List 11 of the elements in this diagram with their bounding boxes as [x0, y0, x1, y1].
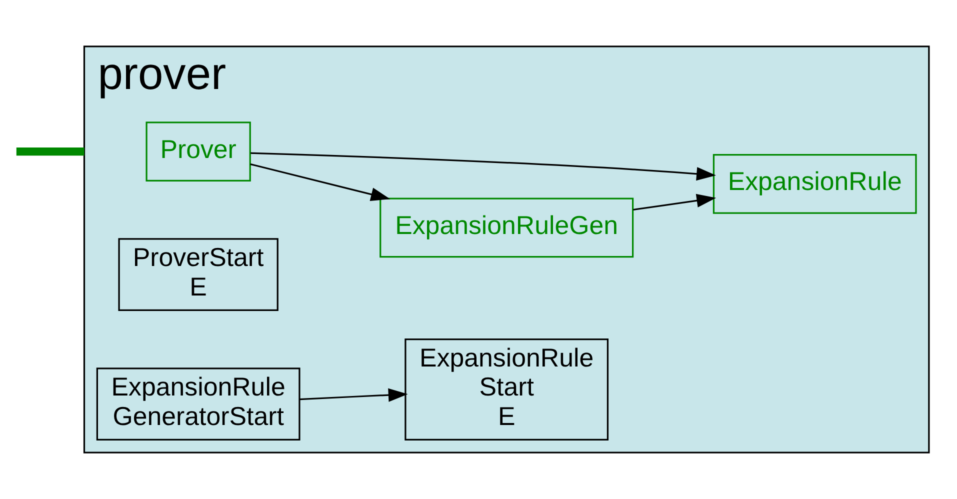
- arrow: [250, 163, 390, 201]
- connector: [16, 148, 84, 156]
- node-box: ExpansionRule GeneratorStart: [96, 368, 300, 440]
- node-box: ExpansionRuleGen: [380, 198, 634, 258]
- node-box: Prover: [146, 122, 251, 182]
- arrow: [250, 152, 716, 181]
- node-box: ExpansionRule Start E: [404, 338, 609, 440]
- node-box: ProverStart E: [118, 238, 278, 311]
- arrow: [300, 388, 408, 402]
- arrow: [633, 194, 716, 211]
- node-box: ExpansionRule: [712, 154, 917, 214]
